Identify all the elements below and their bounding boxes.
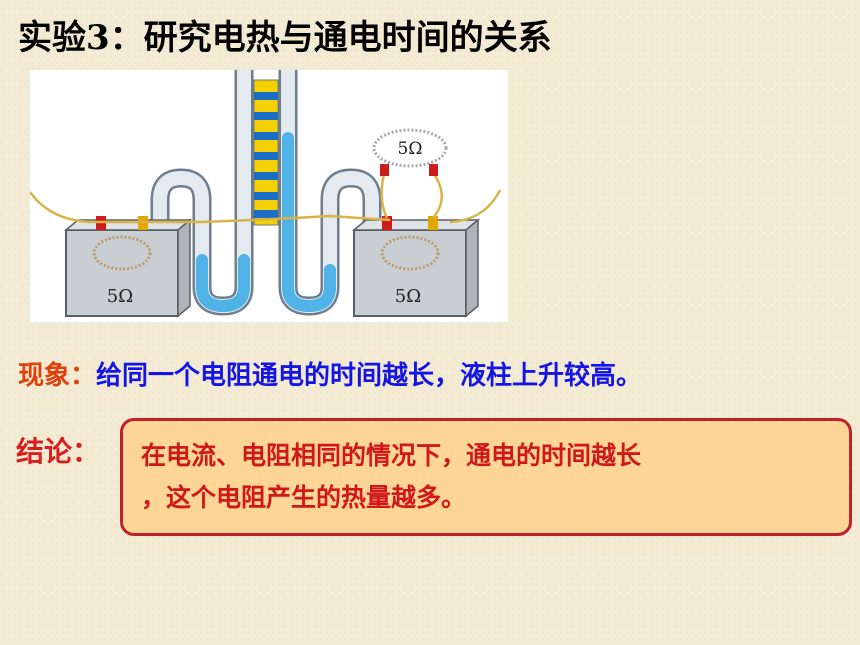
right-container (351, 216, 481, 318)
conclusion-box: 在电流、电阻相同的情况下，通电的时间越长 ，这个电阻产生的热量越多。 (120, 418, 852, 536)
experiment-illustration: 5Ω 5Ω 5Ω (30, 70, 508, 322)
phenomenon-row: 现象：给同一个电阻通电的时间越长，液柱上升较高。 (18, 355, 642, 392)
conclusion-line-1: 在电流、电阻相同的情况下，通电的时间越长 (141, 441, 642, 470)
left-container (63, 216, 193, 318)
u-tube-pair (150, 70, 382, 316)
phenomenon-text: 给同一个电阻通电的时间越长，液柱上升较高。 (96, 361, 643, 391)
phenomenon-label: 现象： (18, 361, 97, 391)
resistor-external-label: 5Ω (398, 139, 423, 159)
apparatus-diagram: 5Ω 5Ω 5Ω (30, 70, 502, 318)
scale-ruler (253, 79, 279, 226)
resistor-right-label: 5Ω (395, 286, 421, 307)
slide-title: 实验3：研究电热与通电时间的关系 (18, 18, 552, 58)
conclusion-line-2: ，这个电阻产生的热量越多。 (141, 483, 467, 512)
resistor-left-label: 5Ω (107, 286, 133, 307)
wires (30, 173, 502, 224)
external-resistor (372, 128, 448, 176)
conclusion-label: 结论： (16, 435, 101, 468)
